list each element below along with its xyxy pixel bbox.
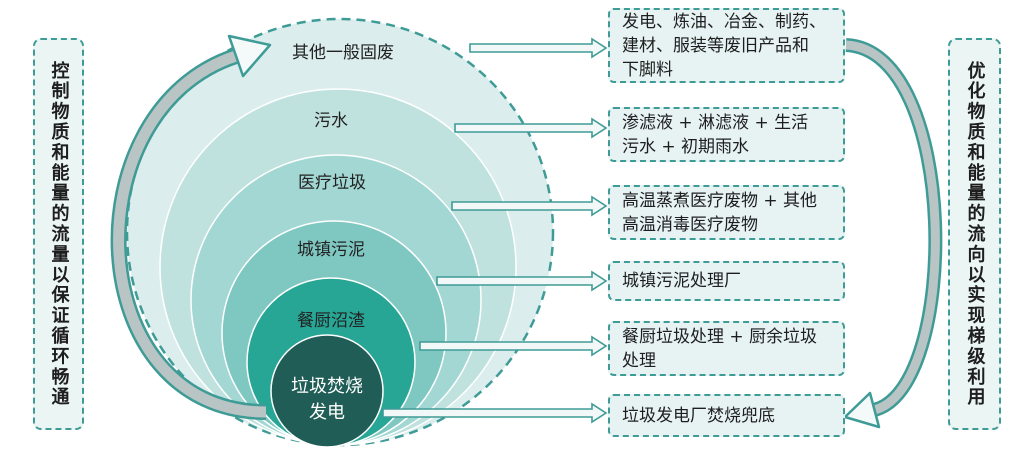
- output-line: 发电、炼油、冶金、制药、: [622, 11, 826, 32]
- flow-arrows: [382, 37, 608, 424]
- output-box-urban-sludge: 城镇污泥处理厂: [608, 261, 845, 301]
- flow-arrow-incineration: [382, 402, 608, 424]
- output-box-sewage: 渗滤液 + 淋滤液 + 生活 污水 + 初期雨水: [608, 107, 845, 162]
- output-line: 建材、服装等废旧产品和: [622, 35, 809, 56]
- layer-label-other-solid-waste: 其他一般固废: [292, 43, 394, 63]
- right-curve-arrowhead: [843, 391, 881, 429]
- right-principle-text: 优化物质和能量的流向以实现梯级利用: [964, 60, 986, 408]
- output-line: 高温消毒医疗废物: [622, 214, 758, 235]
- output-line: 高温蒸煮医疗废物 + 其他: [622, 190, 818, 211]
- layer-label-sewage: 污水: [314, 111, 348, 131]
- right-principle-box: 优化物质和能量的流向以实现梯级利用: [948, 38, 1001, 430]
- right-curve-fill: [845, 40, 940, 415]
- layer-label-medical-waste: 医疗垃圾: [298, 173, 366, 193]
- flow-arrow-other-solid-waste: [469, 37, 608, 59]
- left-curve-fill: [113, 50, 267, 418]
- output-line: 城镇污泥处理厂: [622, 271, 741, 291]
- layer-label-incineration-line2: 发电: [309, 402, 345, 423]
- output-box-other-solid-waste: 发电、炼油、冶金、制药、 建材、服装等废旧产品和 下脚料: [608, 8, 845, 83]
- layer-label-incineration-line1: 垃圾焚烧: [291, 376, 363, 397]
- left-curved-arrow: [110, 34, 272, 420]
- flow-arrow-sewage: [454, 117, 608, 139]
- layer-label-urban-sludge: 城镇污泥: [297, 240, 365, 260]
- output-line: 餐厨垃圾处理 + 厨余垃圾: [622, 326, 818, 347]
- output-line: 污水 + 初期雨水: [622, 136, 750, 157]
- output-box-incineration: 垃圾发电厂焚烧兜底: [608, 394, 845, 437]
- output-line: 垃圾发电厂焚烧兜底: [622, 405, 775, 426]
- left-curve-arrowhead: [227, 34, 272, 78]
- flow-arrow-kitchen-residue: [419, 335, 608, 357]
- output-box-medical-waste: 高温蒸煮医疗废物 + 其他 高温消毒医疗废物: [608, 185, 845, 240]
- output-line: 处理: [622, 350, 656, 371]
- flow-arrow-urban-sludge: [436, 270, 608, 292]
- layer-circle-incineration: [270, 334, 384, 448]
- left-principle-box: 控制物质和能量的流量以保证循环畅通: [33, 38, 84, 430]
- output-line: 渗滤液 + 淋滤液 + 生活: [622, 112, 809, 133]
- flow-arrow-medical-waste: [451, 195, 608, 217]
- left-principle-text: 控制物质和能量的流量以保证循环畅通: [48, 60, 70, 408]
- layer-label-kitchen-residue: 餐厨沼渣: [297, 311, 365, 331]
- output-box-kitchen-residue: 餐厨垃圾处理 + 厨余垃圾 处理: [608, 321, 845, 376]
- right-curved-arrow: [843, 38, 943, 429]
- output-line: 下脚料: [622, 59, 673, 80]
